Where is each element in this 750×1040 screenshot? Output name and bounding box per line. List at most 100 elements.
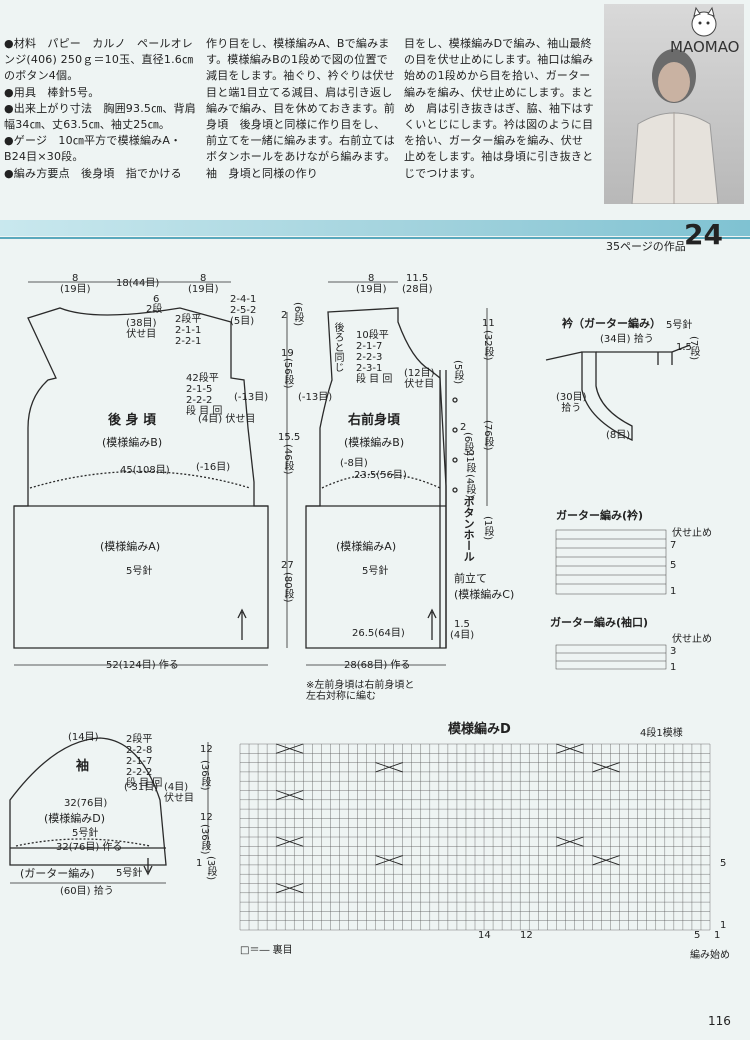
back-shoulder-dec: 2-4-1 2-5-2 (5目) — [230, 294, 257, 327]
dim-2-rows: (6段) — [292, 302, 303, 327]
front-bh-5: (5段) — [452, 360, 463, 385]
dim-11-rows: (32段) — [482, 330, 493, 361]
chart-d-start: 編み始め — [690, 950, 730, 961]
dim-19-rows: (56段) — [282, 358, 293, 389]
garter-collar-r7: 7 — [670, 540, 677, 551]
front-bh-6: (6段) — [462, 432, 473, 457]
front-band-title: 前立て — [454, 572, 487, 585]
back-neck-dec: 2段平 2-1-1 2-2-1 — [175, 314, 202, 347]
front-pattern-b: (模様編みB) — [344, 436, 405, 449]
sleeve-outline — [9, 737, 167, 866]
garter-cuff-fuse: 伏せ止め — [672, 634, 712, 645]
garter-collar-grid — [555, 529, 667, 595]
back-neck-2dan: 2段 — [146, 304, 163, 315]
garter-cuff-grid — [555, 644, 667, 670]
front-hem: 28(68目) 作る — [344, 660, 411, 671]
sleeve-d12a-rows: (36段) — [199, 760, 210, 791]
chart-d-col-14: 14 — [478, 930, 491, 941]
back-top-18: 18(44目) — [116, 278, 160, 289]
text-column-1: ●材料 パピー カルノ ペールオレンジ(406) 250ｇ＝10玉、直径1.6㎝… — [4, 37, 196, 180]
garter-collar-fuse: 伏せ止め — [672, 528, 712, 539]
front-title: 右前身頃 — [348, 413, 401, 428]
sleeve-cuff-needle: 5号針 — [116, 868, 143, 879]
model-silhouette — [631, 49, 719, 204]
chart-d-col-12: 12 — [520, 930, 533, 941]
sleeve-d12b: 12 — [200, 812, 213, 823]
back-neck-6: 6 — [153, 294, 160, 305]
garter-cuff-title: ガーター編み(袖口) — [550, 616, 649, 629]
garter-collar-r5: 5 — [670, 560, 677, 571]
back-armhole-4: (4目) 伏せ目 — [198, 414, 256, 425]
sleeve-cuff: (ガーター編み) — [20, 867, 95, 880]
garter-cuff-r1: 1 — [670, 662, 677, 673]
collar-outline — [581, 351, 633, 442]
back-waist-16: (-16目) — [196, 462, 231, 473]
chart-d-row-1: 1 — [720, 920, 727, 931]
sleeve-pickup: (60目) 拾う — [60, 886, 114, 897]
front-waist: 23.5(56目) — [354, 470, 407, 481]
front-waist-8: (-8目) — [340, 458, 368, 469]
collar-pick: (34目) 拾う — [600, 334, 654, 345]
front-note: ※左前身頃は右前身頃と 左右対称に編む — [306, 680, 415, 702]
chart-d-row-5: 5 — [720, 858, 727, 869]
chart-d-col-5: 5 — [694, 930, 701, 941]
chart-d-grid — [239, 743, 711, 931]
front-top-8-sts: (19目) — [356, 284, 387, 295]
back-waist: 45(108目) — [120, 465, 170, 476]
back-hem: 52(124目) 作る — [106, 660, 179, 671]
sleeve-top: (14目) — [68, 732, 99, 743]
dim-15-5: 15.5 — [278, 432, 301, 443]
dim-27: 27 — [281, 560, 294, 571]
sleeve-width: 32(76目) — [64, 798, 108, 809]
front-top-11-5-sts: (28目) — [402, 284, 433, 295]
cat-logo-icon: MAOMAO — [670, 6, 740, 56]
dim-19: 19 — [281, 348, 294, 359]
work-page-reference: 35ページの作品 — [606, 240, 686, 253]
back-top-8a-sts: (19目) — [60, 284, 91, 295]
back-needle: 5号針 — [126, 566, 153, 577]
sleeve-cap-4: (4目) 伏せ目 — [164, 782, 194, 804]
back-title: 後 身 頃 — [108, 413, 157, 428]
dim-2: 2 — [281, 310, 288, 321]
front-neck-dec: 10段平 2-1-7 2-2-3 2-3-1 段 目 回 — [356, 330, 393, 385]
back-pattern-b: (模様編みB) — [102, 436, 163, 449]
front-band-1-5: 1.5 — [454, 619, 470, 630]
chart-d-title: 模様編みD — [448, 722, 511, 737]
front-buttonhole: ボタンホール — [462, 496, 476, 562]
garter-collar-r1: 1 — [670, 586, 677, 597]
front-needle: 5号針 — [362, 566, 389, 577]
dim-27-rows: (80段) — [282, 572, 293, 603]
section-band — [0, 220, 750, 236]
page-number: 116 — [708, 1014, 731, 1028]
back-armhole-dec: 42段平 2-1-5 2-2-2 段 目 回 — [186, 373, 223, 417]
sleeve-d12b-rows: (36段) — [199, 824, 210, 855]
collar-title: 衿（ガーター編み） — [562, 317, 661, 330]
front-bh-4: (4段) — [464, 474, 475, 499]
front-arm-13: (-13目) — [298, 392, 333, 403]
section-band-line — [0, 237, 750, 239]
front-back-same: 後ろと同じ — [332, 322, 343, 372]
dim-15-5-rows: (46段) — [282, 444, 293, 475]
model-photo — [604, 4, 744, 204]
front-top-8: 8 — [368, 273, 375, 284]
back-armhole-13: (-13目) — [234, 392, 269, 403]
sleeve-d12a: 12 — [200, 744, 213, 755]
sleeve-d1-rows: (3段) — [205, 856, 216, 881]
chart-d-col-1: 1 — [714, 930, 721, 941]
sleeve-d1: 1 — [196, 858, 203, 869]
sleeve-cap-31: (-31目) — [124, 782, 159, 793]
garter-collar-title: ガーター編み(衿) — [556, 509, 644, 522]
front-band-4: (4目) — [450, 630, 475, 641]
garter-cuff-r3: 3 — [670, 646, 677, 657]
sleeve-needle: 5号針 — [72, 828, 99, 839]
front-bh-1: (1段) — [482, 516, 493, 541]
front-band-pattern: (模様編みC) — [454, 588, 515, 601]
back-top-8b-sts: (19目) — [188, 284, 219, 295]
collar-side: (30目) 拾う — [556, 392, 587, 414]
sleeve-make: 32(76目) 作る — [56, 842, 123, 853]
chart-d-repeat: 4段1模様 — [640, 728, 683, 739]
collar-1-5: 1.5 — [676, 342, 692, 353]
front-hem-band: 26.5(64目) — [352, 628, 405, 639]
front-top-11-5: 11.5 — [406, 273, 429, 284]
